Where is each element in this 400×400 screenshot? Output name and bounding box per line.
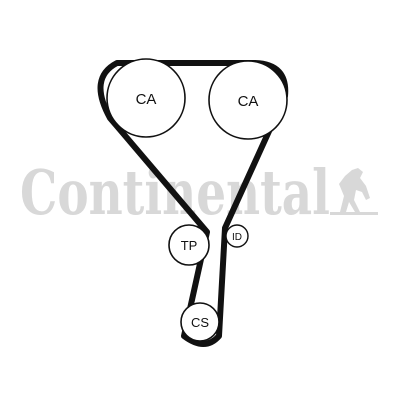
rearing-horse-icon — [330, 168, 378, 215]
pulley-label-ca-right: CA — [238, 93, 259, 110]
pulley-label-cs: CS — [191, 315, 209, 330]
camshaft-pulley-left: CA — [106, 58, 186, 138]
timing-belt — [97, 60, 289, 347]
pulley-label-tp: TP — [181, 238, 198, 253]
tensioner-pulley: TP — [168, 224, 210, 266]
pulley-label-ca-left: CA — [136, 91, 157, 108]
crankshaft-pulley: CS — [180, 302, 220, 342]
pulley-label-id: ID — [232, 232, 242, 243]
idler-pulley: ID — [225, 224, 249, 248]
camshaft-pulley-right: CA — [208, 60, 288, 140]
